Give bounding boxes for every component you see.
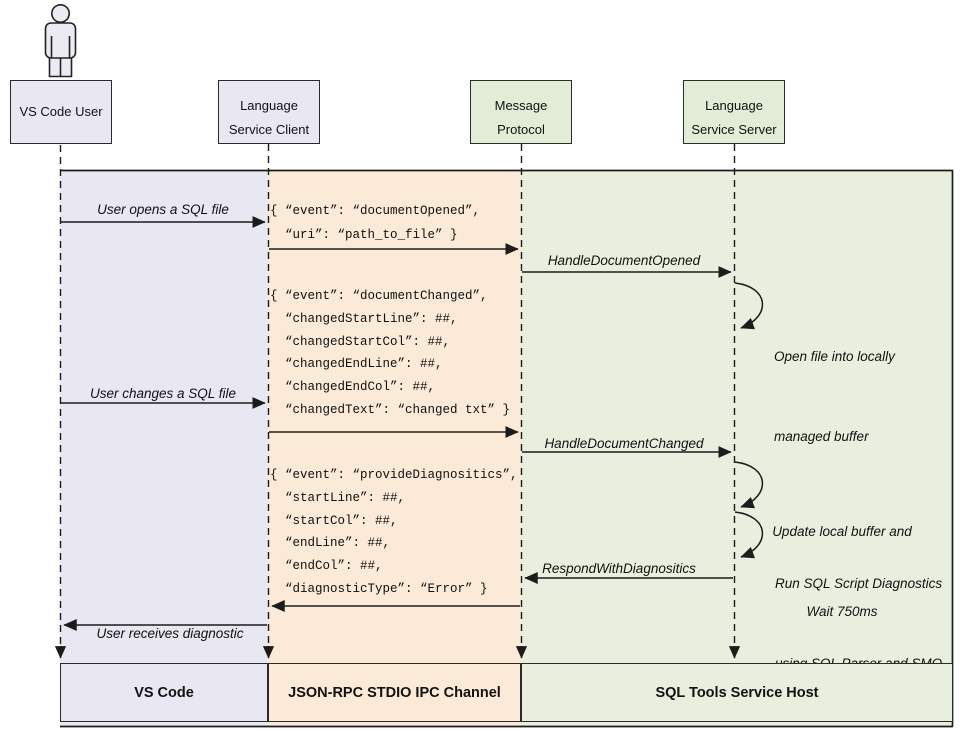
label-open-into-buffer: Open file into locally managed buffer <box>774 349 895 444</box>
head-box-protocol: Message Protocol <box>470 80 572 144</box>
json-payload-document-changed: { “event”: “documentChanged”, “changedSt… <box>270 289 511 417</box>
label-user-changes-file: User changes a SQL file <box>89 386 237 401</box>
lane-ipc-channel <box>268 170 521 727</box>
label-update-buffer: Update local buffer and Wait 750ms <box>772 524 912 619</box>
lane-service-host <box>521 170 953 727</box>
head-box-user: VS Code User <box>10 80 112 144</box>
head-box-user-label: VS Code User <box>19 104 103 119</box>
label-handle-doc-opened: HandleDocumentOpened <box>547 253 701 268</box>
head-box-server: Language Service Server <box>683 80 785 144</box>
label-user-opens-file: User opens a SQL file <box>97 202 229 217</box>
label-handle-doc-changed: HandleDocumentChanged <box>544 436 704 451</box>
head-box-client: Language Service Client <box>218 80 320 144</box>
footer-box-vscode: VS Code <box>60 663 268 722</box>
json-payload-document-opened: { “event”: “documentOpened”, “uri”: “pat… <box>270 204 481 242</box>
lane-vscode <box>60 170 268 727</box>
json-payload-provide-diagnostics: { “event”: “provideDiagnositics”, “start… <box>270 468 518 596</box>
footer-box-service-host: SQL Tools Service Host <box>521 663 953 722</box>
footer-box-ipc-channel: JSON-RPC STDIO IPC Channel <box>268 663 521 722</box>
user-actor-icon <box>44 4 77 78</box>
label-respond-with-diag: RespondWithDiagnositics <box>542 561 696 576</box>
